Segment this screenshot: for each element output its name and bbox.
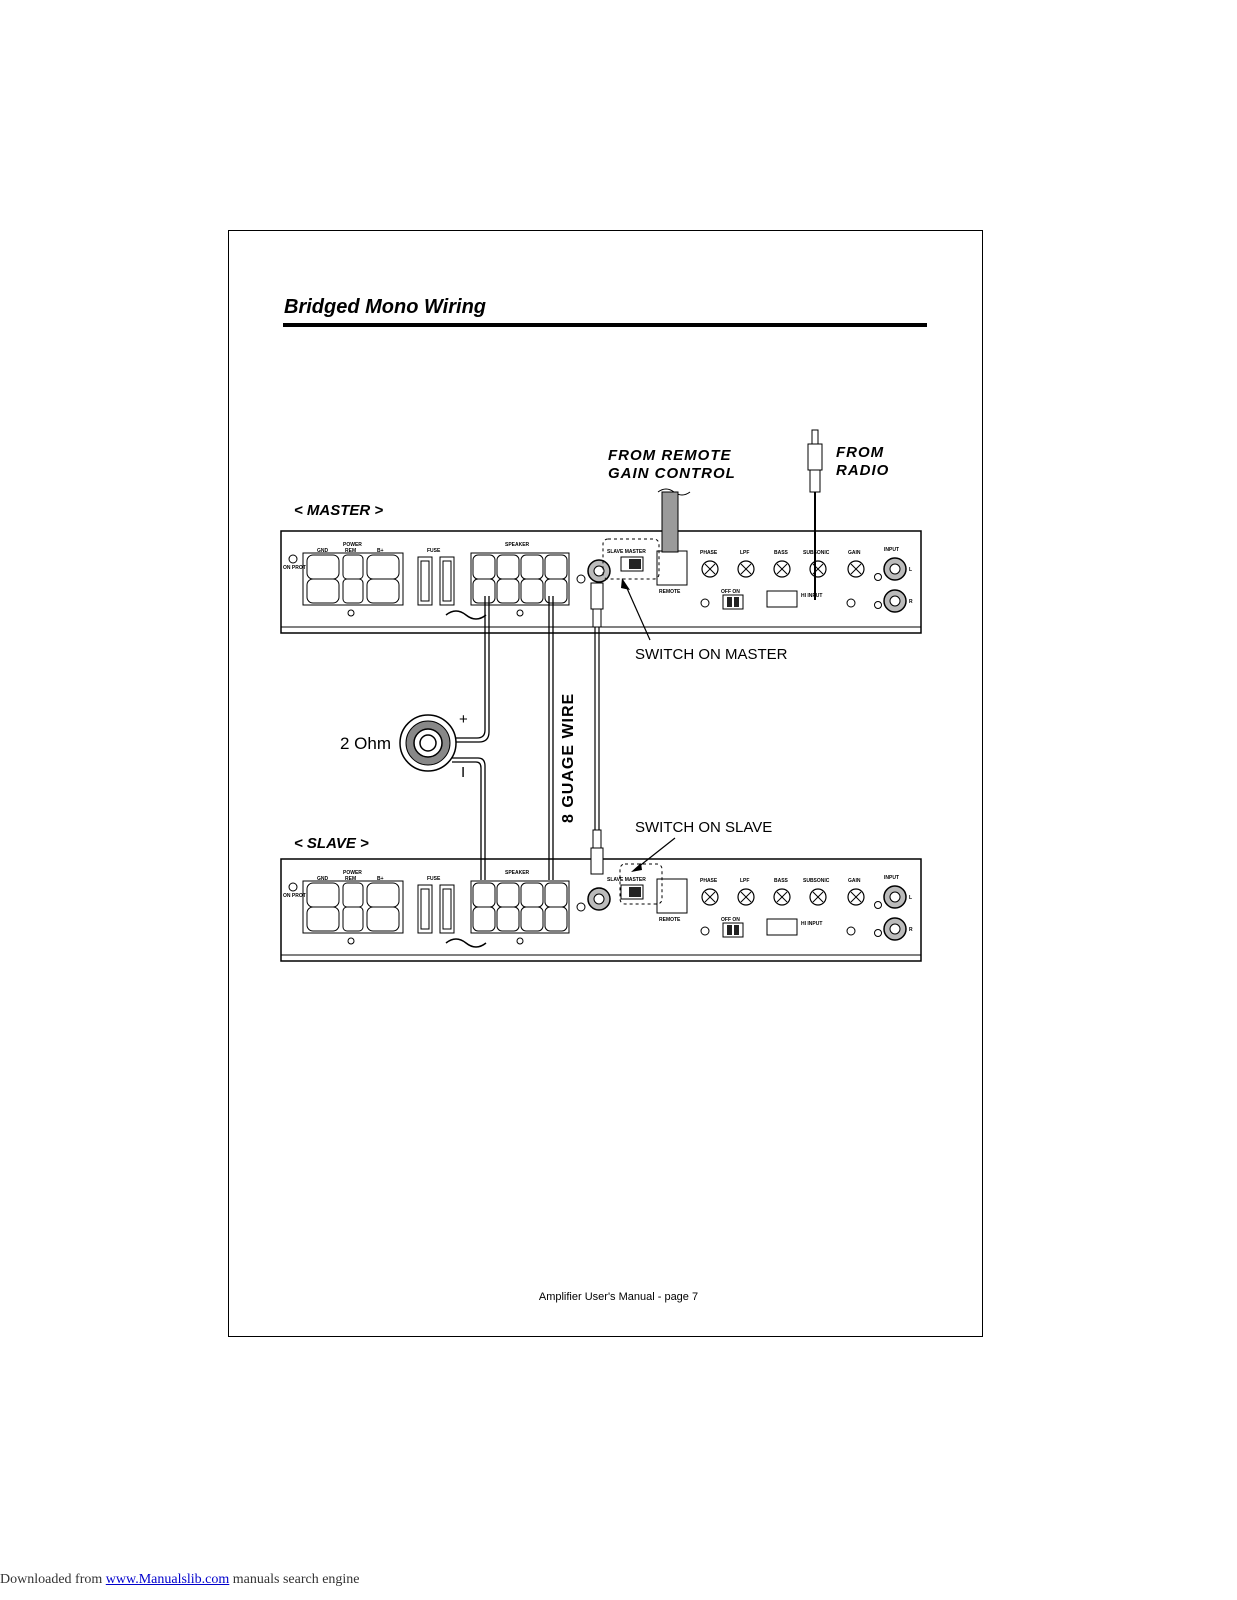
subsonic-label: SUBSONIC: [803, 550, 830, 556]
gnd-label: GND: [317, 548, 329, 554]
gain-label: GAIN: [848, 550, 861, 556]
page-frame: [228, 230, 983, 1337]
master-amplifier: ON PROT POWER GND REM B+ FUSE SPEAKER SL…: [280, 530, 922, 634]
bplus-label: B+: [377, 876, 384, 882]
from-remote-label-2: GAIN CONTROL: [608, 465, 736, 482]
input-label: INPUT: [884, 547, 899, 553]
slave-master-label: SLAVE MASTER: [607, 549, 646, 555]
from-radio-label-1: FROM: [836, 444, 885, 461]
radio-rca-plug: [807, 429, 823, 600]
slave-label: < SLAVE >: [294, 835, 369, 852]
remote-label: REMOTE: [659, 589, 681, 595]
right-label: R: [909, 927, 913, 933]
lpf-label: LPF: [740, 550, 749, 556]
bplus-label: B+: [377, 548, 384, 554]
phase-label: PHASE: [700, 550, 718, 556]
from-radio-label-2: RADIO: [836, 462, 890, 479]
download-suffix: manuals search engine: [229, 1572, 360, 1587]
download-bar: Downloaded from www.Manualslib.com manua…: [0, 1572, 360, 1588]
subsonic-label: SUBSONIC: [803, 878, 830, 884]
remote-label: REMOTE: [659, 917, 681, 923]
remote-gain-cable: [661, 491, 679, 553]
switch-on-slave-label: SWITCH ON SLAVE: [635, 819, 773, 836]
slave-master-label: SLAVE MASTER: [607, 877, 646, 883]
power-label: POWER: [343, 542, 362, 548]
slave-amplifier: ON PROT POWER GND REM B+ FUSE SPEAKER SL…: [280, 858, 922, 962]
input-label: INPUT: [884, 875, 899, 881]
wire-gauge-label: 8 GUAGE WIRE: [560, 692, 577, 823]
speaker-label: SPEAKER: [505, 542, 530, 548]
impedance-label: 2 Ohm: [340, 734, 392, 753]
left-label: L: [909, 895, 912, 901]
interamp-rca-cable: [590, 582, 604, 875]
rem-label: REM: [345, 876, 356, 882]
title-rule: [283, 323, 927, 327]
slave-switch-highlight: [619, 863, 663, 905]
prot-label: ON PROT: [283, 893, 306, 899]
phase-label: PHASE: [700, 878, 718, 884]
bass-label: BASS: [774, 550, 789, 556]
download-prefix: Downloaded from: [0, 1572, 106, 1587]
master-switch-highlight: [602, 538, 660, 580]
right-label: R: [909, 599, 913, 605]
fuse-label: FUSE: [427, 876, 441, 882]
switch-on-master-label: SWITCH ON MASTER: [635, 646, 788, 663]
manualslib-link[interactable]: www.Manualslib.com: [105, 1572, 230, 1587]
master-label: < MASTER >: [294, 502, 384, 519]
bass-label: BASS: [774, 878, 789, 884]
from-remote-label-1: FROM REMOTE: [608, 447, 732, 464]
power-label: POWER: [343, 870, 362, 876]
plus-label: +: [459, 711, 468, 728]
off-on-label: OFF ON: [721, 917, 740, 923]
hi-input-label: HI INPUT: [801, 593, 822, 599]
off-on-label: OFF ON: [721, 589, 740, 595]
lpf-label: LPF: [740, 878, 749, 884]
rem-label: REM: [345, 548, 356, 554]
fuse-label: FUSE: [427, 548, 441, 554]
minus-label: I: [461, 764, 466, 781]
gnd-label: GND: [317, 876, 329, 882]
prot-label: ON PROT: [283, 565, 306, 571]
hi-input-label: HI INPUT: [801, 921, 822, 927]
speaker-wires: [452, 596, 554, 880]
page-title: Bridged Mono Wiring: [284, 296, 487, 318]
speaker-2ohm: [399, 714, 457, 772]
left-label: L: [909, 567, 912, 573]
page-footer: Amplifier User's Manual - page 7: [538, 1291, 699, 1303]
speaker-label: SPEAKER: [505, 870, 530, 876]
gain-label: GAIN: [848, 878, 861, 884]
